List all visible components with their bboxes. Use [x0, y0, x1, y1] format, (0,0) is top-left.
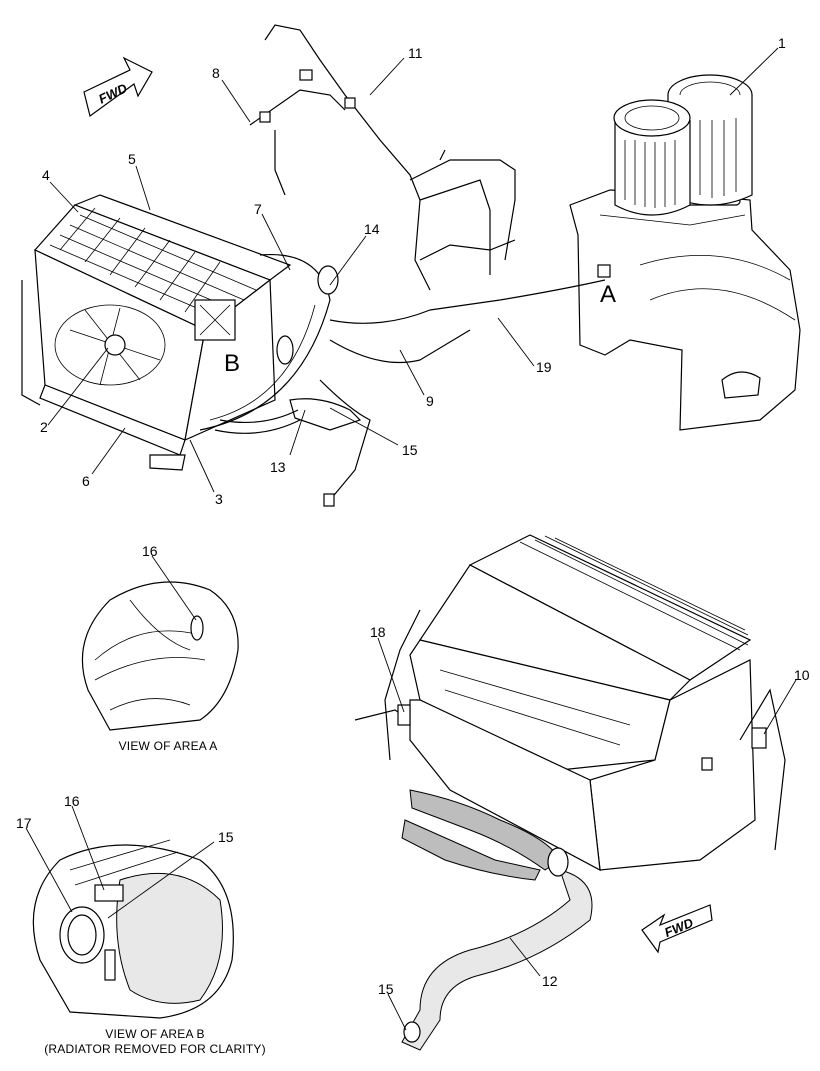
- callout-16-area-b: 16: [64, 793, 80, 809]
- forward-arrow-bottom: [641, 904, 713, 954]
- caption-view-area-b-note: (RADIATOR REMOVED FOR CLARITY): [44, 1042, 266, 1056]
- radiator-assembly-lower: [354, 534, 786, 872]
- callout-4: 4: [42, 167, 50, 183]
- callout-13: 13: [270, 459, 286, 475]
- leader-lines: [25, 47, 797, 1031]
- area-b-marker: B: [224, 350, 241, 377]
- radiator-assembly: [21, 194, 331, 471]
- callout-18: 18: [370, 624, 386, 640]
- wiring-harness: [249, 24, 611, 507]
- callout-14: 14: [364, 221, 380, 237]
- callout-10: 10: [794, 667, 810, 683]
- callout-7: 7: [254, 201, 262, 217]
- callout-17: 17: [16, 815, 32, 831]
- callout-15-area-b: 15: [218, 829, 234, 845]
- callout-12: 12: [542, 973, 558, 989]
- callout-5: 5: [128, 151, 136, 167]
- callout-19: 19: [536, 359, 552, 375]
- callout-1: 1: [778, 35, 786, 51]
- callout-6: 6: [82, 473, 90, 489]
- callout-9: 9: [426, 393, 434, 409]
- inset-view-area-a: [81, 581, 239, 731]
- callout-3: 3: [215, 491, 223, 507]
- lower-hose-assembly: [401, 789, 593, 1051]
- callout-15-main: 15: [402, 442, 418, 458]
- caption-view-area-b: VIEW OF AREA B: [105, 1027, 205, 1041]
- callout-11: 11: [408, 45, 423, 61]
- caption-view-area-a: VIEW OF AREA A: [118, 739, 218, 753]
- callout-2: 2: [40, 419, 48, 435]
- forward-arrow-top: [83, 56, 153, 118]
- hose-assembly-top: [214, 265, 362, 434]
- air-cleaner-assembly: [569, 74, 801, 431]
- callout-15-bottom: 15: [378, 981, 394, 997]
- area-a-marker: A: [600, 281, 617, 308]
- callout-16-area-a: 16: [142, 543, 158, 559]
- callout-8: 8: [212, 65, 220, 81]
- inset-view-area-b: [32, 839, 234, 1019]
